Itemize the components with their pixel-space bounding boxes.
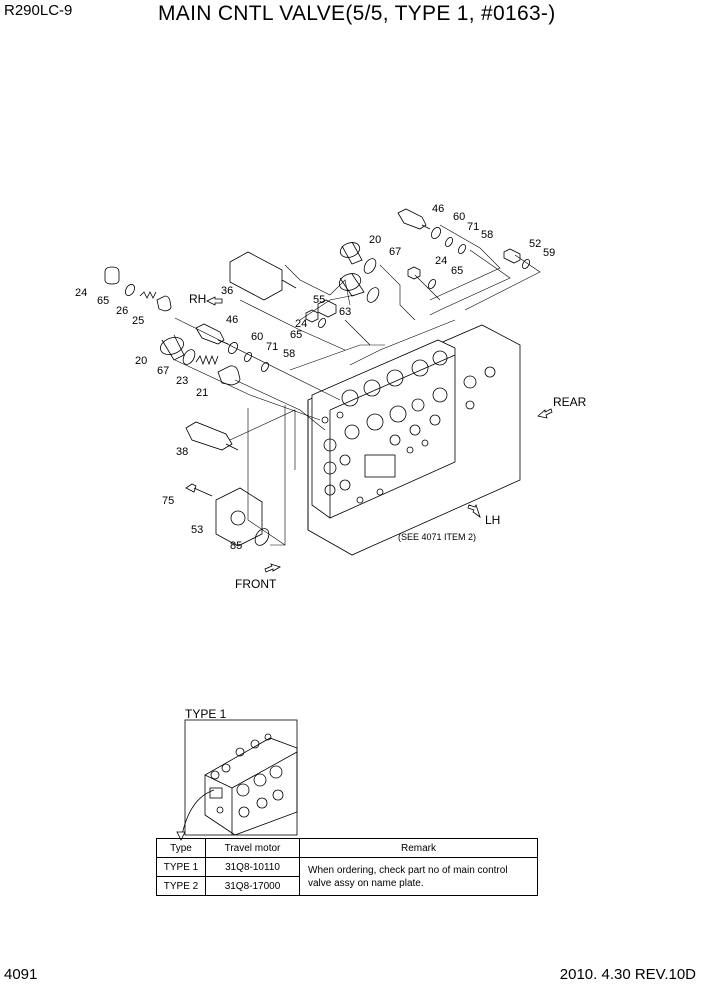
callout-label: 60	[251, 331, 263, 343]
direction-arrows	[206, 296, 553, 573]
callout-label: 85	[230, 540, 242, 552]
callout-label: 65	[451, 265, 463, 277]
callout-labels: 24 65 26 25 20 67 23 21 46 60 71 58 38 7…	[75, 203, 555, 552]
callout-label: 71	[467, 221, 479, 233]
callout-label: 24	[295, 318, 307, 330]
front-arrow	[264, 563, 281, 573]
callout-label: 20	[369, 234, 381, 246]
callout-label: 60	[453, 211, 465, 223]
type-table: Type Travel motor Remark TYPE 1 31Q8-101…	[156, 838, 538, 896]
table-header-row: Type Travel motor Remark	[156, 838, 538, 858]
table-row: TYPE 1 31Q8-10110 When ordering, check p…	[156, 857, 538, 896]
callout-label: 46	[226, 314, 238, 326]
front-label: FRONT	[235, 577, 277, 591]
remark-cell: When ordering, check part no of main con…	[299, 857, 538, 896]
table-row: TYPE 2 31Q8-17000	[156, 876, 538, 896]
leader-lines	[174, 224, 541, 546]
callout-label: 71	[266, 341, 278, 353]
callout-label: 36	[221, 285, 233, 297]
lh-arrow	[467, 503, 481, 519]
callout-label: 55	[313, 294, 325, 306]
rear-arrow	[537, 408, 553, 419]
model-code: R290LC-9	[4, 2, 73, 19]
page-title: MAIN CNTL VALVE(5/5, TYPE 1, #0163-)	[158, 2, 556, 25]
column-header: Remark	[299, 838, 538, 858]
callout-label: 53	[191, 524, 203, 536]
rh-label: RH	[189, 292, 206, 306]
revision-date: 2010. 4.30 REV.10D	[559, 966, 696, 983]
callout-label: 23	[176, 375, 188, 387]
callout-label: 52	[529, 238, 541, 250]
rh-arrow	[206, 296, 223, 306]
callout-label: 26	[116, 305, 128, 317]
rear-label: REAR	[553, 395, 587, 409]
callout-label: 58	[283, 348, 295, 360]
callout-label: 65	[290, 329, 302, 341]
callout-label: 21	[196, 387, 208, 399]
type-cell: TYPE 1	[156, 857, 206, 877]
callout-label: 65	[97, 295, 109, 307]
callout-label: 67	[389, 246, 401, 258]
parts	[104, 208, 531, 547]
column-header: Type	[156, 838, 206, 858]
callout-label: 24	[435, 255, 447, 267]
callout-label: 59	[543, 247, 555, 259]
callout-label: 63	[339, 306, 351, 318]
valve-body	[307, 324, 521, 556]
callout-label: 38	[176, 446, 188, 458]
callout-label: 25	[132, 315, 144, 327]
type1-inset	[176, 719, 298, 841]
callout-label: 75	[162, 495, 174, 507]
inset-label: TYPE 1	[185, 707, 227, 721]
callout-label: 46	[432, 203, 444, 215]
motor-cell: 31Q8-10110	[205, 857, 300, 877]
motor-cell: 31Q8-17000	[205, 876, 300, 896]
lh-label: LH	[485, 513, 500, 527]
callout-label: 67	[157, 365, 169, 377]
callout-label: 24	[75, 287, 87, 299]
type-cell: TYPE 2	[156, 876, 206, 896]
see-reference-note: (SEE 4071 ITEM 2)	[398, 532, 476, 542]
callout-label: 58	[481, 229, 493, 241]
page-number: 4091	[4, 966, 38, 983]
callout-label: 20	[135, 355, 147, 367]
column-header: Travel motor	[205, 838, 300, 858]
